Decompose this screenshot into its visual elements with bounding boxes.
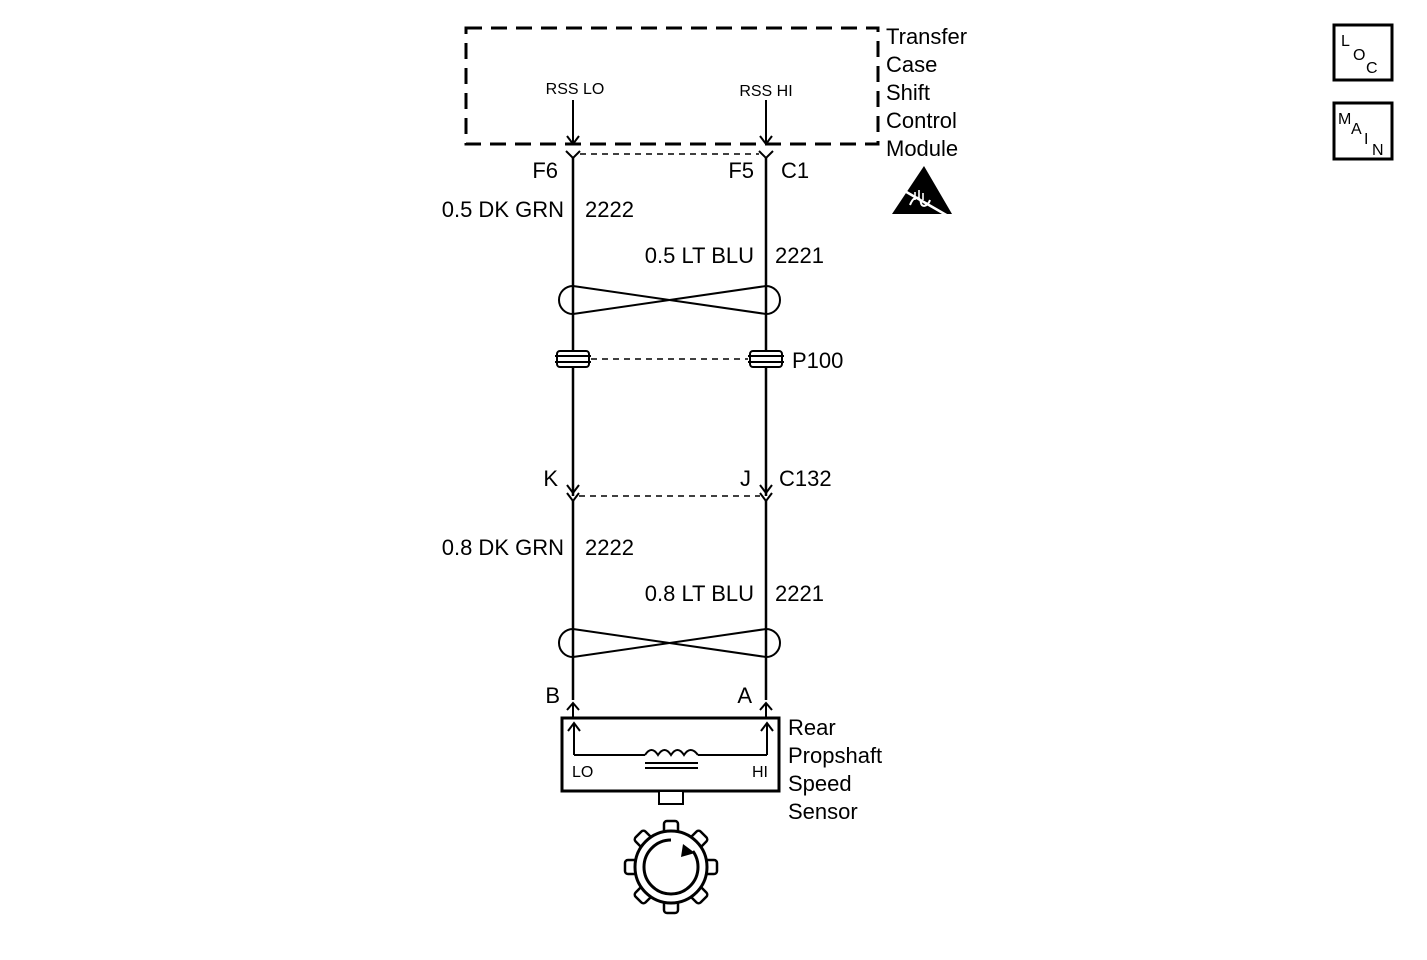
sensor-name-line-1: Rear xyxy=(788,715,836,740)
sensor-pin-a: A xyxy=(737,683,752,708)
splice-name: P100 xyxy=(792,348,843,373)
loc-letter-c: C xyxy=(1366,60,1378,77)
pin-label-rss-hi: RSS HI xyxy=(739,83,792,100)
upper-wire-labels: 0.5 DK GRN 2222 0.5 LT BLU 2221 xyxy=(442,197,824,268)
wire-circuit-right-lower: 2221 xyxy=(775,581,824,606)
wire-lines xyxy=(571,158,768,700)
loc-button[interactable]: L O C xyxy=(1332,23,1394,82)
module-pin-arrows xyxy=(566,100,773,146)
splice-p100: P100 xyxy=(555,348,843,373)
wire-circuit-right-upper: 2221 xyxy=(775,243,824,268)
module-name-line-1: Transfer xyxy=(886,24,967,49)
sensor-name: Rear Propshaft Speed Sensor xyxy=(788,715,882,824)
c1-pin-f5: F5 xyxy=(728,158,754,183)
connector-c132: K J C132 xyxy=(543,466,832,503)
c132-connector-name: C132 xyxy=(779,466,832,491)
sensor-name-line-3: Speed xyxy=(788,771,852,796)
sensor-name-line-2: Propshaft xyxy=(788,743,882,768)
wire-circuit-left-lower: 2222 xyxy=(585,535,634,560)
sensor-connector: B A xyxy=(545,683,773,718)
module-name-line-5: Module xyxy=(886,136,958,161)
loc-letter-l: L xyxy=(1341,33,1350,50)
rear-propshaft-speed-sensor: LO HI Rear Propshaft Speed Sensor xyxy=(560,715,882,824)
reluctor-wheel-icon xyxy=(623,819,719,915)
module-name-line-4: Control xyxy=(886,108,957,133)
transfer-case-shift-control-module: RSS LO RSS HI Transfer Case Shift Contro… xyxy=(464,24,967,161)
main-letter-n: N xyxy=(1372,142,1384,159)
c1-connector-name: C1 xyxy=(781,158,809,183)
c132-pin-j: J xyxy=(740,466,751,491)
sensor-pin-b: B xyxy=(545,683,560,708)
main-letter-a: A xyxy=(1351,121,1362,138)
wire-color-left-lower: 0.8 DK GRN xyxy=(442,535,564,560)
twisted-pair-upper xyxy=(558,285,781,315)
c132-pin-k: K xyxy=(543,466,558,491)
connector-c1: F6 F5 C1 xyxy=(532,150,809,183)
module-name-line-2: Case xyxy=(886,52,937,77)
esd-sensitive-icon xyxy=(892,166,952,218)
sensor-lo-label: LO xyxy=(572,764,593,781)
wire-color-right-upper: 0.5 LT BLU xyxy=(645,243,754,268)
module-name: Transfer Case Shift Control Module xyxy=(886,24,967,161)
main-letter-i: I xyxy=(1364,131,1368,148)
lower-wire-labels: 0.8 DK GRN 2222 0.8 LT BLU 2221 xyxy=(442,535,824,606)
wire-circuit-left-upper: 2222 xyxy=(585,197,634,222)
sensor-name-line-4: Sensor xyxy=(788,799,858,824)
sensor-hi-label: HI xyxy=(752,764,768,781)
loc-letter-o: O xyxy=(1353,47,1365,64)
sensor-coil-icon xyxy=(644,749,699,757)
twisted-pair-lower xyxy=(558,628,781,658)
wire-color-left-upper: 0.5 DK GRN xyxy=(442,197,564,222)
module-name-line-3: Shift xyxy=(886,80,930,105)
main-letter-m: M xyxy=(1338,111,1351,128)
c1-pin-f6: F6 xyxy=(532,158,558,183)
main-button[interactable]: M A I N xyxy=(1332,101,1394,161)
wire-color-right-lower: 0.8 LT BLU xyxy=(645,581,754,606)
pin-label-rss-lo: RSS LO xyxy=(546,81,605,98)
